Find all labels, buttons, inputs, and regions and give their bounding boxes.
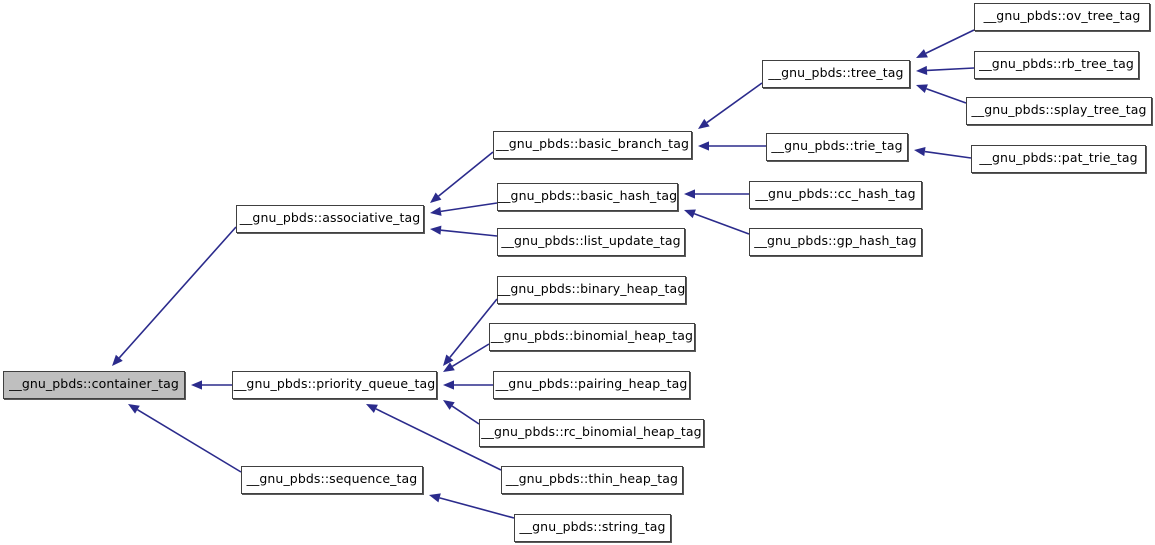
node-label-ov_tree_tag: __gnu_pbds::ov_tree_tag: [983, 8, 1141, 24]
edge-trie_tag-to-basic_branch_tag: [698, 141, 766, 151]
node-priority_queue_tag[interactable]: __gnu_pbds::priority_queue_tag: [232, 371, 437, 399]
node-label-gp_hash_tag: __gnu_pbds::gp_hash_tag: [754, 233, 917, 249]
edge-gp_hash_tag-to-basic_hash_tag: [684, 209, 750, 235]
node-basic_branch_tag[interactable]: __gnu_pbds::basic_branch_tag: [493, 131, 692, 159]
edge-binomial_heap_tag-to-priority_queue_tag: [443, 343, 490, 372]
node-pat_trie_tag[interactable]: __gnu_pbds::pat_trie_tag: [971, 145, 1146, 173]
node-label-tree_tag: __gnu_pbds::tree_tag: [768, 65, 904, 81]
edge-sequence_tag-to-container_tag: [128, 404, 242, 473]
edge-splay_tree_tag-to-tree_tag: [916, 84, 967, 104]
node-label-pairing_heap_tag: __gnu_pbds::pairing_heap_tag: [495, 376, 688, 392]
node-associative_tag[interactable]: __gnu_pbds::associative_tag: [236, 205, 424, 233]
node-label-rc_binomial_heap_tag: __gnu_pbds::rc_binomial_heap_tag: [481, 424, 702, 440]
node-label-binary_heap_tag: __gnu_pbds::binary_heap_tag: [497, 281, 686, 297]
edge-basic_branch_tag-to-associative_tag: [430, 151, 494, 203]
node-container_tag[interactable]: __gnu_pbds::container_tag: [3, 371, 185, 399]
node-cc_hash_tag[interactable]: __gnu_pbds::cc_hash_tag: [749, 181, 922, 209]
node-tree_tag[interactable]: __gnu_pbds::tree_tag: [762, 60, 910, 88]
node-binomial_heap_tag[interactable]: __gnu_pbds::binomial_heap_tag: [489, 323, 695, 351]
edge-rc_binomial_heap_tag-to-priority_queue_tag: [443, 400, 480, 425]
edge-list_update_tag-to-associative_tag: [430, 225, 498, 237]
edge-tree_tag-to-basic_branch_tag: [698, 82, 763, 129]
node-string_tag[interactable]: __gnu_pbds::string_tag: [514, 514, 671, 542]
node-label-trie_tag: __gnu_pbds::trie_tag: [771, 138, 903, 154]
edge-ov_tree_tag-to-tree_tag: [916, 29, 975, 58]
node-label-priority_queue_tag: __gnu_pbds::priority_queue_tag: [233, 376, 436, 392]
node-basic_hash_tag[interactable]: __gnu_pbds::basic_hash_tag: [497, 183, 678, 211]
node-rb_tree_tag[interactable]: __gnu_pbds::rb_tree_tag: [974, 51, 1139, 79]
node-label-container_tag: __gnu_pbds::container_tag: [9, 376, 179, 392]
node-label-splay_tree_tag: __gnu_pbds::splay_tree_tag: [971, 102, 1147, 118]
edge-string_tag-to-sequence_tag: [429, 493, 515, 519]
node-binary_heap_tag[interactable]: __gnu_pbds::binary_heap_tag: [497, 276, 686, 304]
node-label-binomial_heap_tag: __gnu_pbds::binomial_heap_tag: [490, 328, 694, 344]
node-label-basic_hash_tag: __gnu_pbds::basic_hash_tag: [497, 188, 678, 204]
node-label-associative_tag: __gnu_pbds::associative_tag: [239, 210, 421, 226]
node-label-sequence_tag: __gnu_pbds::sequence_tag: [246, 471, 418, 487]
edge-associative_tag-to-container_tag: [112, 226, 237, 366]
node-splay_tree_tag[interactable]: __gnu_pbds::splay_tree_tag: [966, 97, 1152, 125]
node-pairing_heap_tag[interactable]: __gnu_pbds::pairing_heap_tag: [493, 371, 690, 399]
node-label-list_update_tag: __gnu_pbds::list_update_tag: [501, 233, 681, 249]
node-thin_heap_tag[interactable]: __gnu_pbds::thin_heap_tag: [501, 466, 683, 494]
edge-pairing_heap_tag-to-priority_queue_tag: [443, 380, 493, 390]
node-sequence_tag[interactable]: __gnu_pbds::sequence_tag: [241, 466, 423, 494]
node-label-rb_tree_tag: __gnu_pbds::rb_tree_tag: [979, 56, 1134, 72]
edge-priority_queue_tag-to-container_tag: [191, 380, 232, 390]
node-label-pat_trie_tag: __gnu_pbds::pat_trie_tag: [979, 150, 1138, 166]
edge-rb_tree_tag-to-tree_tag: [916, 65, 975, 76]
node-label-basic_branch_tag: __gnu_pbds::basic_branch_tag: [496, 136, 689, 152]
node-label-string_tag: __gnu_pbds::string_tag: [519, 519, 666, 535]
edge-cc_hash_tag-to-basic_hash_tag: [684, 189, 749, 199]
node-label-thin_heap_tag: __gnu_pbds::thin_heap_tag: [505, 471, 679, 487]
edge-basic_hash_tag-to-associative_tag: [430, 202, 498, 216]
node-rc_binomial_heap_tag[interactable]: __gnu_pbds::rc_binomial_heap_tag: [479, 419, 704, 447]
node-trie_tag[interactable]: __gnu_pbds::trie_tag: [766, 133, 908, 161]
node-label-cc_hash_tag: __gnu_pbds::cc_hash_tag: [755, 186, 916, 202]
node-list_update_tag[interactable]: __gnu_pbds::list_update_tag: [497, 228, 685, 256]
node-gp_hash_tag[interactable]: __gnu_pbds::gp_hash_tag: [749, 228, 922, 256]
node-ov_tree_tag[interactable]: __gnu_pbds::ov_tree_tag: [974, 3, 1150, 31]
edge-pat_trie_tag-to-trie_tag: [914, 146, 972, 159]
